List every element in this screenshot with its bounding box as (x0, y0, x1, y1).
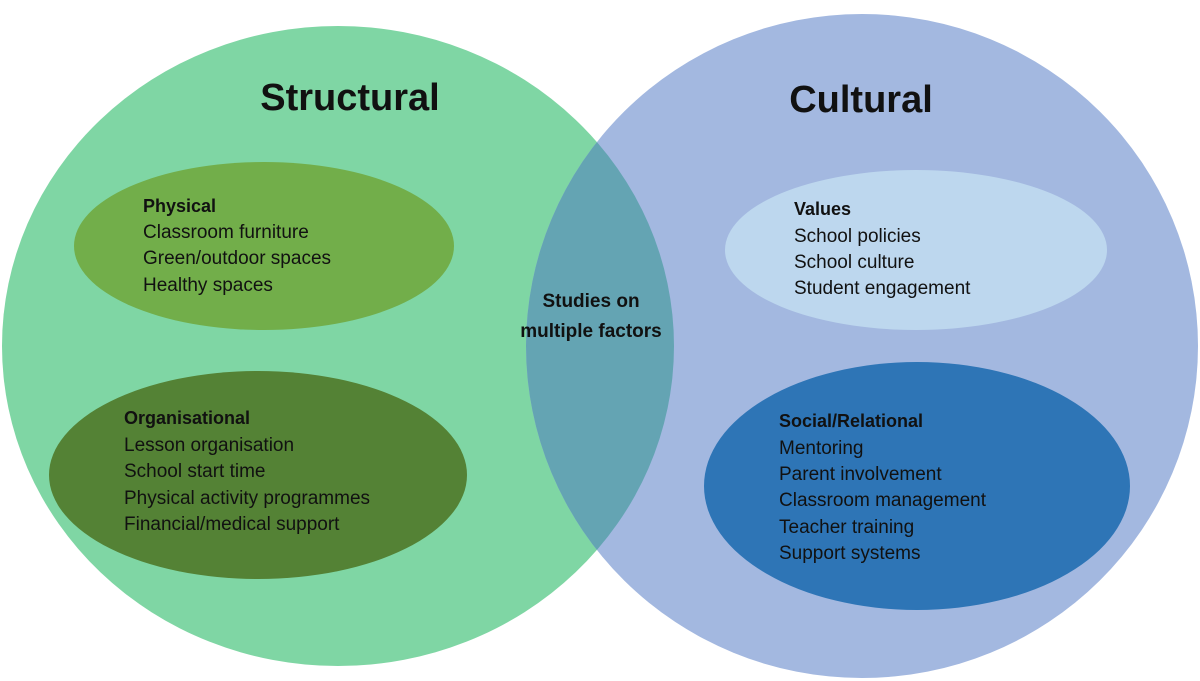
social-relational-item: Classroom management (779, 490, 987, 511)
organisational-title: Organisational (124, 408, 250, 428)
social-relational-item: Mentoring (779, 438, 864, 459)
social-relational-item: Teacher training (779, 517, 914, 538)
overlap-label: multiple factors (520, 321, 661, 342)
organisational-item: Physical activity programmes (124, 488, 370, 509)
structural-title: Structural (260, 77, 439, 119)
physical-item: Healthy spaces (143, 275, 273, 296)
cultural-title: Cultural (789, 79, 933, 121)
physical-ellipse (74, 162, 454, 330)
values-ellipse (725, 170, 1107, 330)
physical-title: Physical (143, 196, 216, 216)
values-item: School policies (794, 226, 921, 247)
social-relational-ellipse (704, 362, 1130, 610)
physical-item: Green/outdoor spaces (143, 248, 331, 269)
organisational-item: Lesson organisation (124, 435, 294, 456)
values-title: Values (794, 199, 851, 219)
social-relational-item: Parent involvement (779, 464, 942, 485)
social-relational-item: Support systems (779, 543, 921, 564)
organisational-item: Financial/medical support (124, 514, 340, 535)
organisational-ellipse (49, 371, 467, 579)
physical-item: Classroom furniture (143, 222, 309, 243)
values-item: Student engagement (794, 278, 971, 299)
organisational-item: School start time (124, 461, 266, 482)
values-item: School culture (794, 252, 914, 273)
overlap-label: Studies on (542, 291, 639, 312)
social-relational-title: Social/Relational (779, 411, 923, 431)
